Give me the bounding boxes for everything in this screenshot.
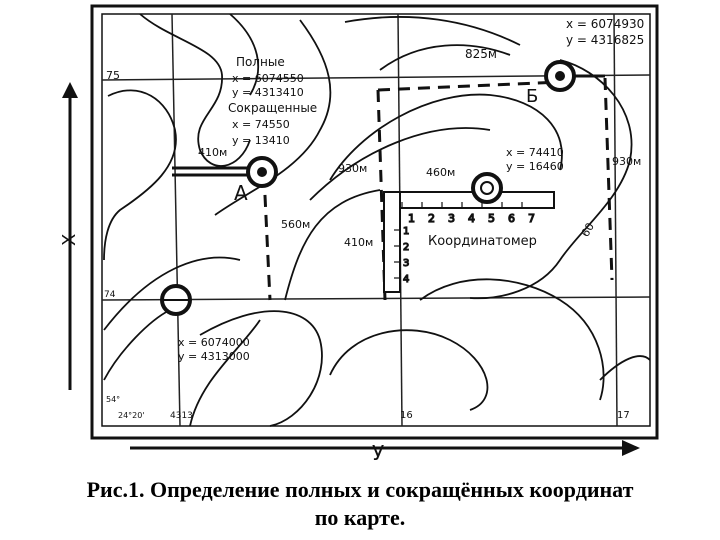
svg-text:y = 4316825: y = 4316825 [566,33,644,47]
coordinatometer-label: Координатомер [428,234,537,249]
grid-label-75: 75 [106,69,120,82]
grid-label-17: 17 [617,410,630,421]
ruler-tick-label: 3 [448,212,455,225]
svg-text:y = 13410: y = 13410 [232,134,290,147]
frame-corner-longitude: 24°20' [118,411,145,420]
ruler-tick-label: 2 [428,212,435,225]
point-c: x = 74410 y = 16460 460м 410м 930м [338,146,564,249]
grid-label-16: 16 [400,410,413,421]
axis-y-label: У [372,441,384,465]
ruler-tick-label: 5 [488,212,495,225]
point-a-short-title: Сокращенные [228,101,317,115]
axis-x-arrow: X [59,82,80,390]
point-b-dx: 825м [465,47,497,61]
axis-x-label: X [59,234,80,246]
ruler-side-tick-label: 4 [403,274,409,285]
ruler-tick-label: 7 [528,212,535,225]
axis-y-arrow: У [130,440,640,465]
corner-coordinates: x = 6074930 y = 4316825 [566,17,644,47]
svg-text:y = 16460: y = 16460 [506,160,564,173]
point-a: А Полные x = 6074550 y = 4313410 Сокраще… [198,55,317,231]
caption-line-2: по карте. [314,505,406,530]
point-a-label: А [234,181,248,205]
svg-text:x = 74410: x = 74410 [506,146,564,159]
ruler-tick-label: 4 [468,212,475,225]
ruler-tick-label: 6 [508,212,515,225]
svg-text:x = 6074000: x = 6074000 [178,336,250,349]
contour-label-60: 60 [579,221,597,240]
svg-text:x = 74550: x = 74550 [232,118,290,131]
grid-label-74: 74 [104,290,116,300]
projection-lines [262,77,614,301]
svg-text:y = 4313000: y = 4313000 [178,350,250,363]
grid-label-4313: 4313 [170,411,193,421]
point-b-label: Б [526,86,538,107]
map-frame [90,4,659,440]
point-c-dy2: 930м [338,162,367,175]
point-a-dy: 560м [281,218,310,231]
svg-text:x = 6074550: x = 6074550 [232,72,304,85]
ruler-tick-label: 1 [408,212,415,225]
point-b: Б 825м 930м [465,47,641,168]
ruler-side-tick-label: 2 [403,242,409,253]
ruler-side-tick-label: 3 [403,258,409,269]
ruler-side-tick-label: 1 [403,226,409,237]
point-c-dy: 410м [344,236,373,249]
point-a-full-title: Полные [236,55,285,69]
caption-line-1: Рис.1. Определение полных и сокращённых … [86,477,634,502]
contour-lines [103,13,651,427]
frame-corner-latitude: 54° [106,395,120,404]
point-origin: x = 6074000 y = 4313000 [160,284,250,363]
svg-text:y = 4313410: y = 4313410 [232,86,304,99]
svg-text:x = 6074930: x = 6074930 [566,17,644,31]
point-c-dx: 460м [426,166,455,179]
point-b-dy: 930м [612,155,641,168]
point-a-dx: 410м [198,146,227,159]
figure-caption: Рис.1. Определение полных и сокращённых … [0,476,720,532]
